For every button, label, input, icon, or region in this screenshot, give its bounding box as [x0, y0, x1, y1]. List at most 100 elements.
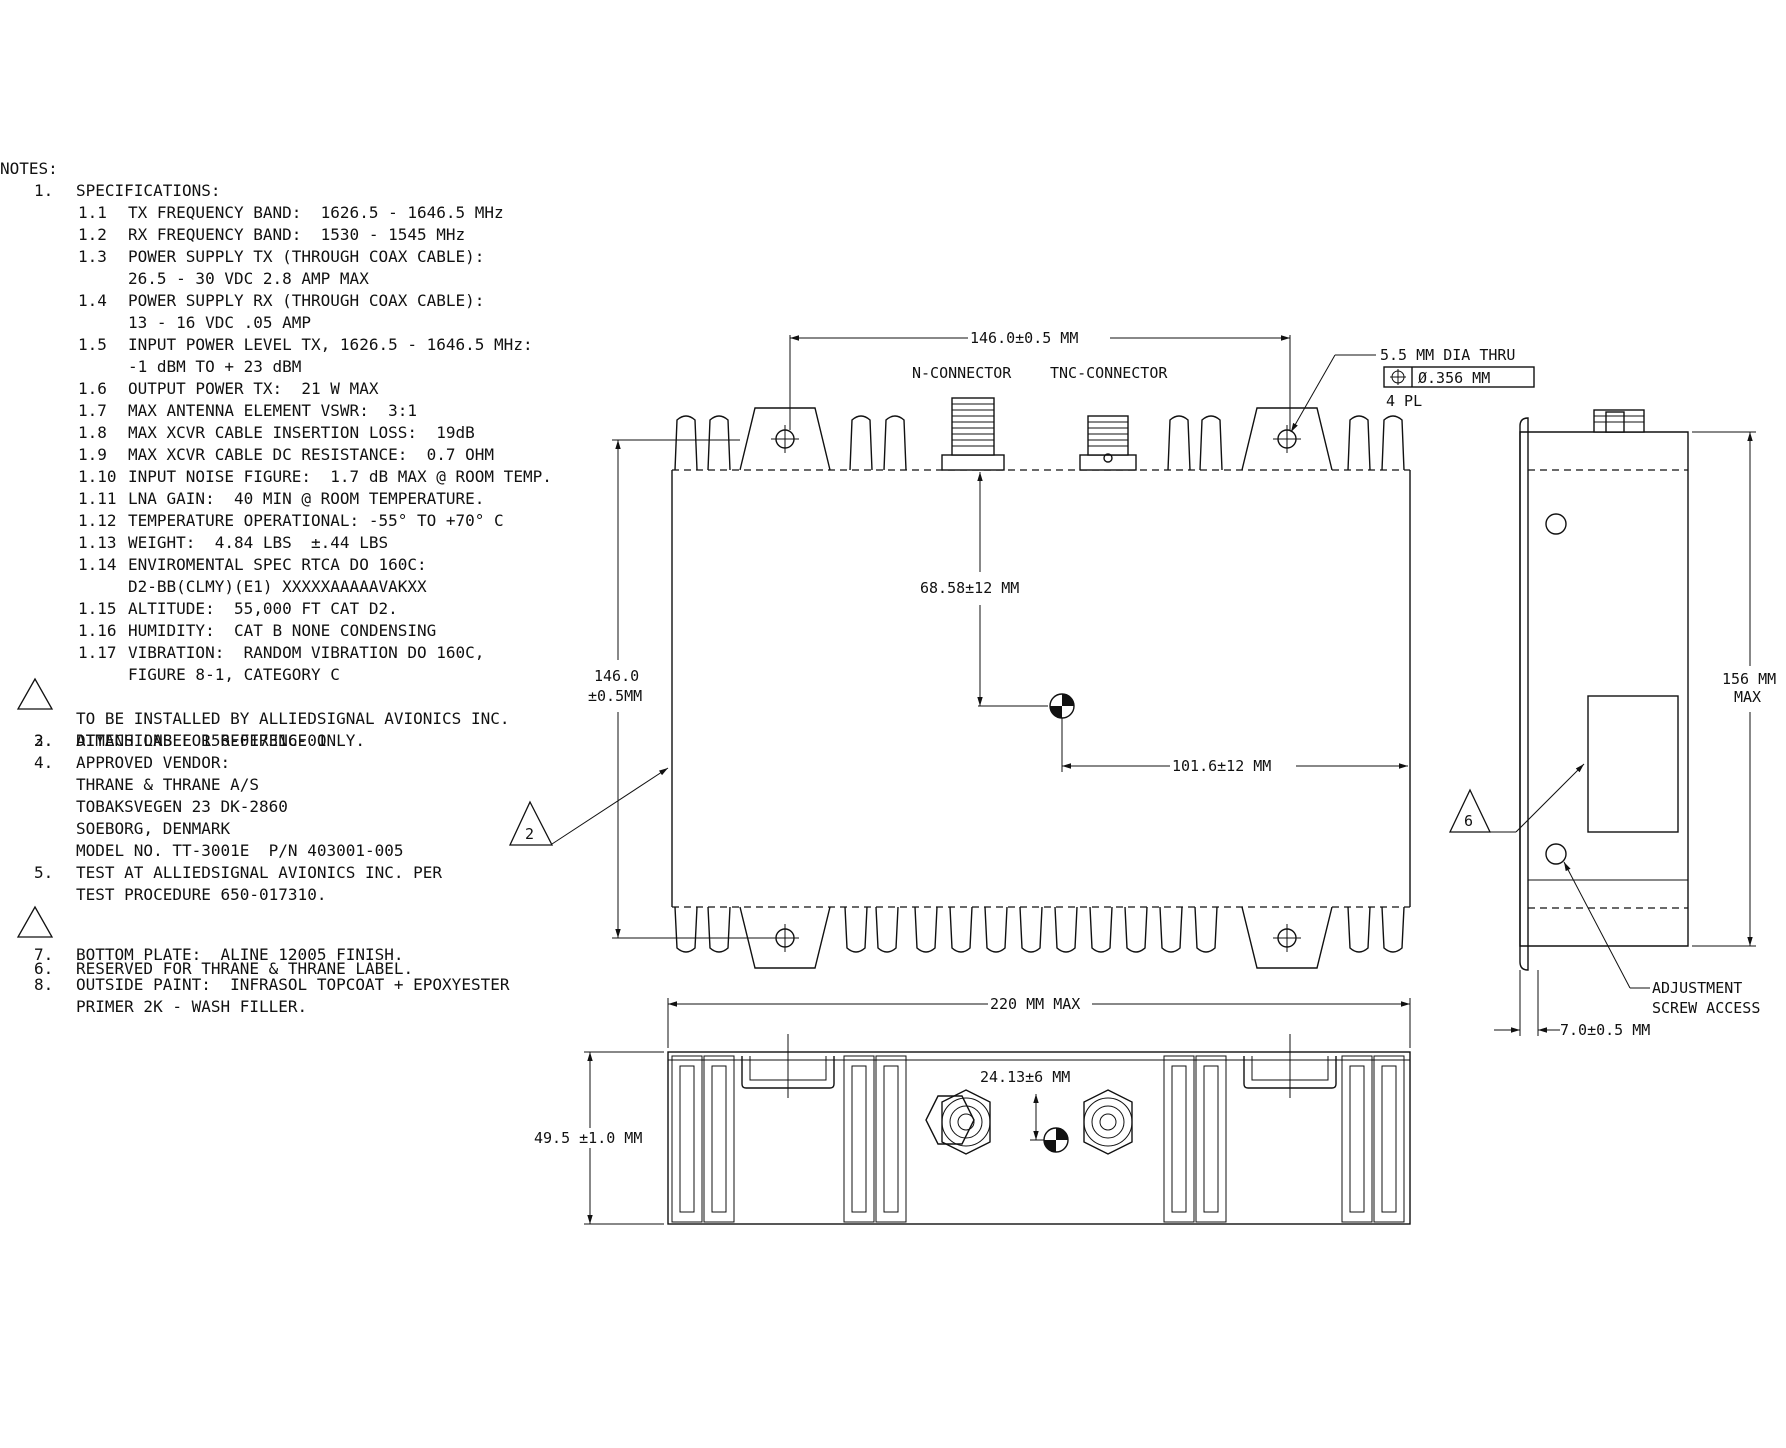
vendor-text: MODEL NO. TT-3001E P/N 403001-005	[76, 841, 404, 860]
dim-conn-spacing: 24.13±6 MM	[980, 1068, 1070, 1141]
n-connector-front-icon	[925, 1089, 991, 1155]
label-area	[1587, 695, 1679, 833]
flag-triangle-icon	[1448, 788, 1492, 833]
center-of-gravity-icon	[1049, 693, 1075, 719]
n-connector-icon	[941, 397, 1005, 471]
dim-width: 220 MM MAX	[667, 995, 1411, 1048]
note-number: 1.	[34, 181, 54, 200]
label-flag-2: 2	[508, 767, 669, 846]
note-number: 8.	[34, 975, 54, 994]
vendor-line: SOEBORG, DENMARK	[14, 818, 614, 840]
spec-1-5: 1.5 INPUT POWER LEVEL TX, 1626.5 - 1646.5…	[14, 334, 614, 356]
note-text: OUTSIDE PAINT: INFRASOL TOPCOAT + EPOXYE…	[76, 975, 510, 994]
note-2-cont: TO BE INSTALLED BY ALLIEDSIGNAL AVIONICS…	[14, 708, 614, 730]
spec-text: RX FREQUENCY BAND: 1530 - 1545 MHz	[128, 225, 466, 244]
spec-1-16: 1.16 HUMIDITY: CAT B NONE CONDENSING	[14, 620, 614, 642]
spec-text-cont: FIGURE 8-1, CATEGORY C	[128, 665, 340, 684]
note-number: 4.	[34, 753, 54, 772]
spec-number: 1.6	[78, 379, 107, 398]
note-2: 2.ATTACH LABEL 156-017316-01	[14, 677, 614, 750]
center-of-gravity-front-icon	[1043, 1127, 1069, 1153]
dim-height: 146.0 ±0.5MM	[588, 439, 772, 939]
spec-1-3-cont: 26.5 - 30 VDC 2.8 AMP MAX	[14, 268, 614, 290]
front-fins	[671, 1055, 1405, 1223]
note-number: 3.	[34, 731, 54, 750]
mounting-hole-icon	[771, 924, 799, 952]
note-text: TEST AT ALLIEDSIGNAL AVIONICS INC. PER	[76, 863, 443, 882]
dim-cg-horizontal-text: 101.6±12 MM	[1172, 757, 1271, 775]
spec-number: 1.5	[78, 335, 107, 354]
hole-tol-text: Ø.356 MM	[1418, 369, 1490, 387]
spec-text: INPUT POWER LEVEL TX, 1626.5 - 1646.5 MH…	[128, 335, 533, 354]
hole-callout: 5.5 MM DIA THRU Ø.356 MM 4 PL	[1290, 346, 1535, 433]
note-text: DIMENSIONS FOR REFERENCE ONLY.	[76, 731, 365, 750]
note-text: BOTTOM PLATE: ALINE 12005 FINISH.	[76, 945, 404, 964]
note-number: 6.	[34, 959, 54, 978]
note-5: 5. TEST AT ALLIEDSIGNAL AVIONICS INC. PER	[14, 862, 614, 884]
vendor-line: MODEL NO. TT-3001E P/N 403001-005	[14, 840, 614, 862]
spec-number: 1.10	[78, 467, 117, 486]
spec-text: MAX XCVR CABLE INSERTION LOSS: 19dB	[128, 423, 475, 442]
spec-number: 1.1	[78, 203, 107, 222]
mounting-hole-icon	[1273, 425, 1301, 453]
spec-text: TX FREQUENCY BAND: 1626.5 - 1646.5 MHz	[128, 203, 504, 222]
flag-2-text: 2	[525, 825, 534, 843]
flag-6-text: 6	[1464, 812, 1473, 830]
dim-cg-horizontal: 101.6±12 MM	[1061, 718, 1408, 775]
spec-number: 1.12	[78, 511, 117, 530]
spec-text: LNA GAIN: 40 MIN @ ROOM TEMPERATURE.	[128, 489, 485, 508]
note-7: 7.BOTTOM PLATE: ALINE 12005 FINISH.	[14, 944, 614, 966]
dim-cg-vertical: 68.58±12 MM	[920, 472, 1048, 707]
mounting-hole-icon	[771, 425, 799, 453]
tnc-connector-front-icon	[1083, 1089, 1133, 1155]
spec-number: 1.15	[78, 599, 117, 618]
flag-triangle-icon	[508, 800, 554, 846]
spec-number: 1.16	[78, 621, 117, 640]
vendor-text: TOBAKSVEGEN 23 DK-2860	[76, 797, 288, 816]
vendor-text: SOEBORG, DENMARK	[76, 819, 231, 838]
front-view: 24.13±6 MM 220 MM MAX 49.5 ±1.0 MM	[534, 995, 1411, 1225]
vendor-line: TOBAKSVEGEN 23 DK-2860	[14, 796, 614, 818]
note-text-cont: TEST PROCEDURE 650-017310.	[76, 885, 327, 904]
flag-triangle-icon	[16, 905, 54, 938]
spec-number: 1.14	[78, 555, 117, 574]
spec-text-cont: 26.5 - 30 VDC 2.8 AMP MAX	[128, 269, 369, 288]
spec-1-2: 1.2 RX FREQUENCY BAND: 1530 - 1545 MHz	[14, 224, 614, 246]
note-number: 2.	[34, 731, 54, 750]
note-text-cont: TO BE INSTALLED BY ALLIEDSIGNAL AVIONICS…	[76, 709, 510, 728]
spec-text-cont: D2-BB(CLMY)(E1) XXXXXAAAAAVAKXX	[128, 577, 427, 596]
vendor-text: THRANE & THRANE A/S	[76, 775, 260, 794]
mounting-tab-bottom-right	[1241, 906, 1333, 969]
tnc-connector-icon	[1079, 415, 1137, 471]
dim-height-text: 146.0	[594, 667, 639, 685]
spec-text: HUMIDITY: CAT B NONE CONDENSING	[128, 621, 437, 640]
note-1: 1.SPECIFICATIONS:	[14, 180, 614, 202]
adjustment-screw-icon	[1545, 843, 1567, 865]
spec-text: INPUT NOISE FIGURE: 1.7 dB MAX @ ROOM TE…	[128, 467, 552, 486]
note-3: 3. DIMENSIONS FOR REFERENCE ONLY.	[14, 730, 614, 752]
dim-side-height-max-text: MAX	[1734, 688, 1761, 706]
top-fins	[674, 415, 1405, 471]
spec-number: 1.17	[78, 643, 117, 662]
spec-1-1: 1.1 TX FREQUENCY BAND: 1626.5 - 1646.5 MH…	[14, 202, 614, 224]
spec-text: WEIGHT: 4.84 LBS ±.44 LBS	[128, 533, 389, 552]
spec-number: 1.2	[78, 225, 107, 244]
note-number: 5.	[34, 863, 54, 882]
spec-text: TEMPERATURE OPERATIONAL: -55° TO +70° C	[128, 511, 504, 530]
dim-flange-text: 7.0±0.5 MM	[1560, 1021, 1650, 1039]
side-body-outline	[1519, 431, 1689, 947]
body-outline	[671, 470, 1411, 907]
top-view: 146.0±0.5 MM N-CONNECTOR TNC-CONNECTOR 5…	[508, 329, 1535, 969]
adjustment-text-2: SCREW ACCESS	[1652, 999, 1760, 1017]
n-connector-label: N-CONNECTOR	[912, 364, 1012, 382]
vendor-line: THRANE & THRANE A/S	[14, 774, 614, 796]
